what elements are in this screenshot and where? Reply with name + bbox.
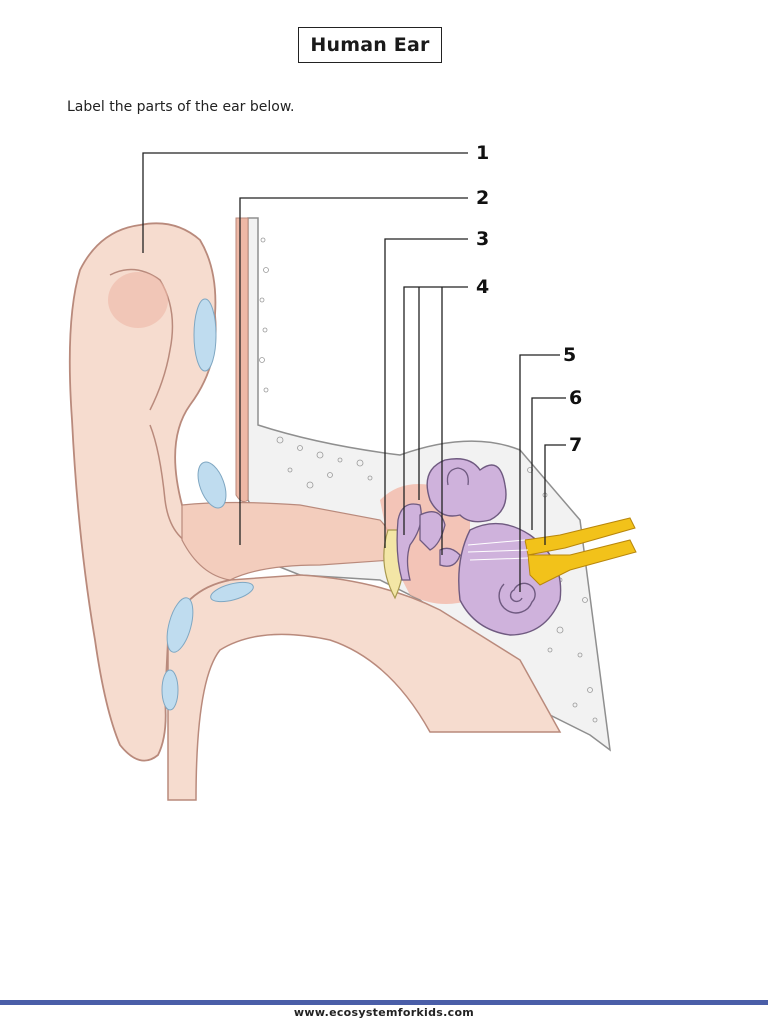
worksheet-instruction: Label the parts of the ear below. [67,99,295,115]
ear-canal [181,501,394,581]
footer-url: www.ecosystemforkids.com [293,1006,475,1019]
worksheet-title: Human Ear [298,27,442,63]
label-2: 2 [476,187,489,209]
bone-texture [259,237,598,723]
semicircular-loop [446,467,469,486]
label-5: 5 [563,344,576,366]
worksheet-title-text: Human Ear [310,34,430,56]
label-7: 7 [569,434,582,456]
auditory-nerve [524,517,637,586]
leader-lines [142,152,566,592]
nerve-fibers [467,539,529,561]
label-6: 6 [569,387,582,409]
label-1: 1 [476,142,489,164]
concha-shade [108,272,168,328]
label-4: 4 [476,276,489,298]
cochlea-spiral [498,582,536,614]
cartilage [161,298,254,711]
skin-lining [235,217,249,503]
helix-fold [109,268,174,411]
footer-divider [0,1000,768,1005]
ossicles [396,503,461,581]
label-3: 3 [476,228,489,250]
